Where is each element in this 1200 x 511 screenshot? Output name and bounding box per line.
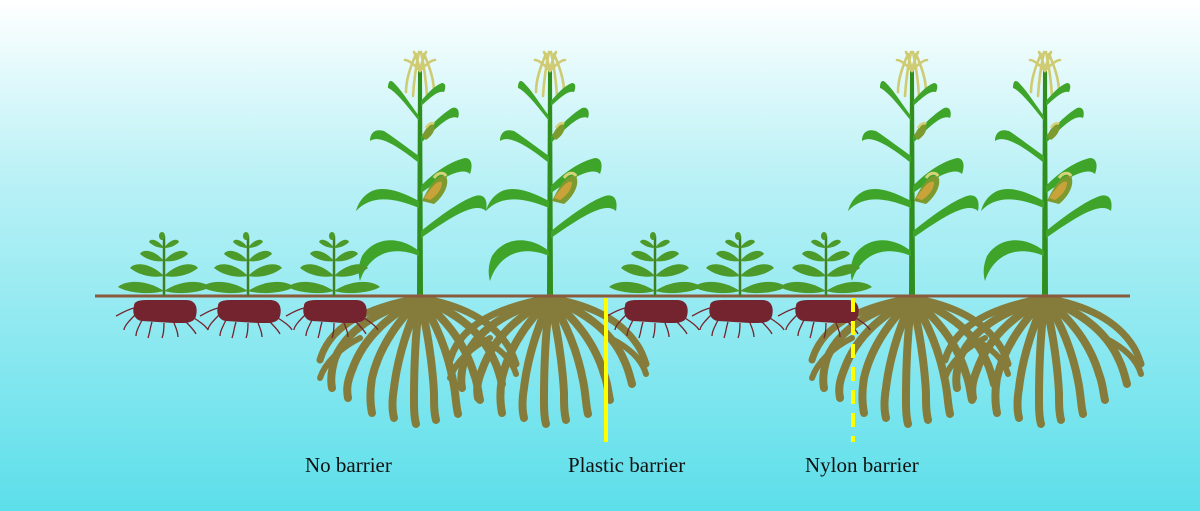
plastic-barrier-label: Plastic barrier [568, 453, 685, 477]
nylon-barrier-label: Nylon barrier [805, 453, 919, 477]
no-barrier-label: No barrier [305, 453, 392, 477]
